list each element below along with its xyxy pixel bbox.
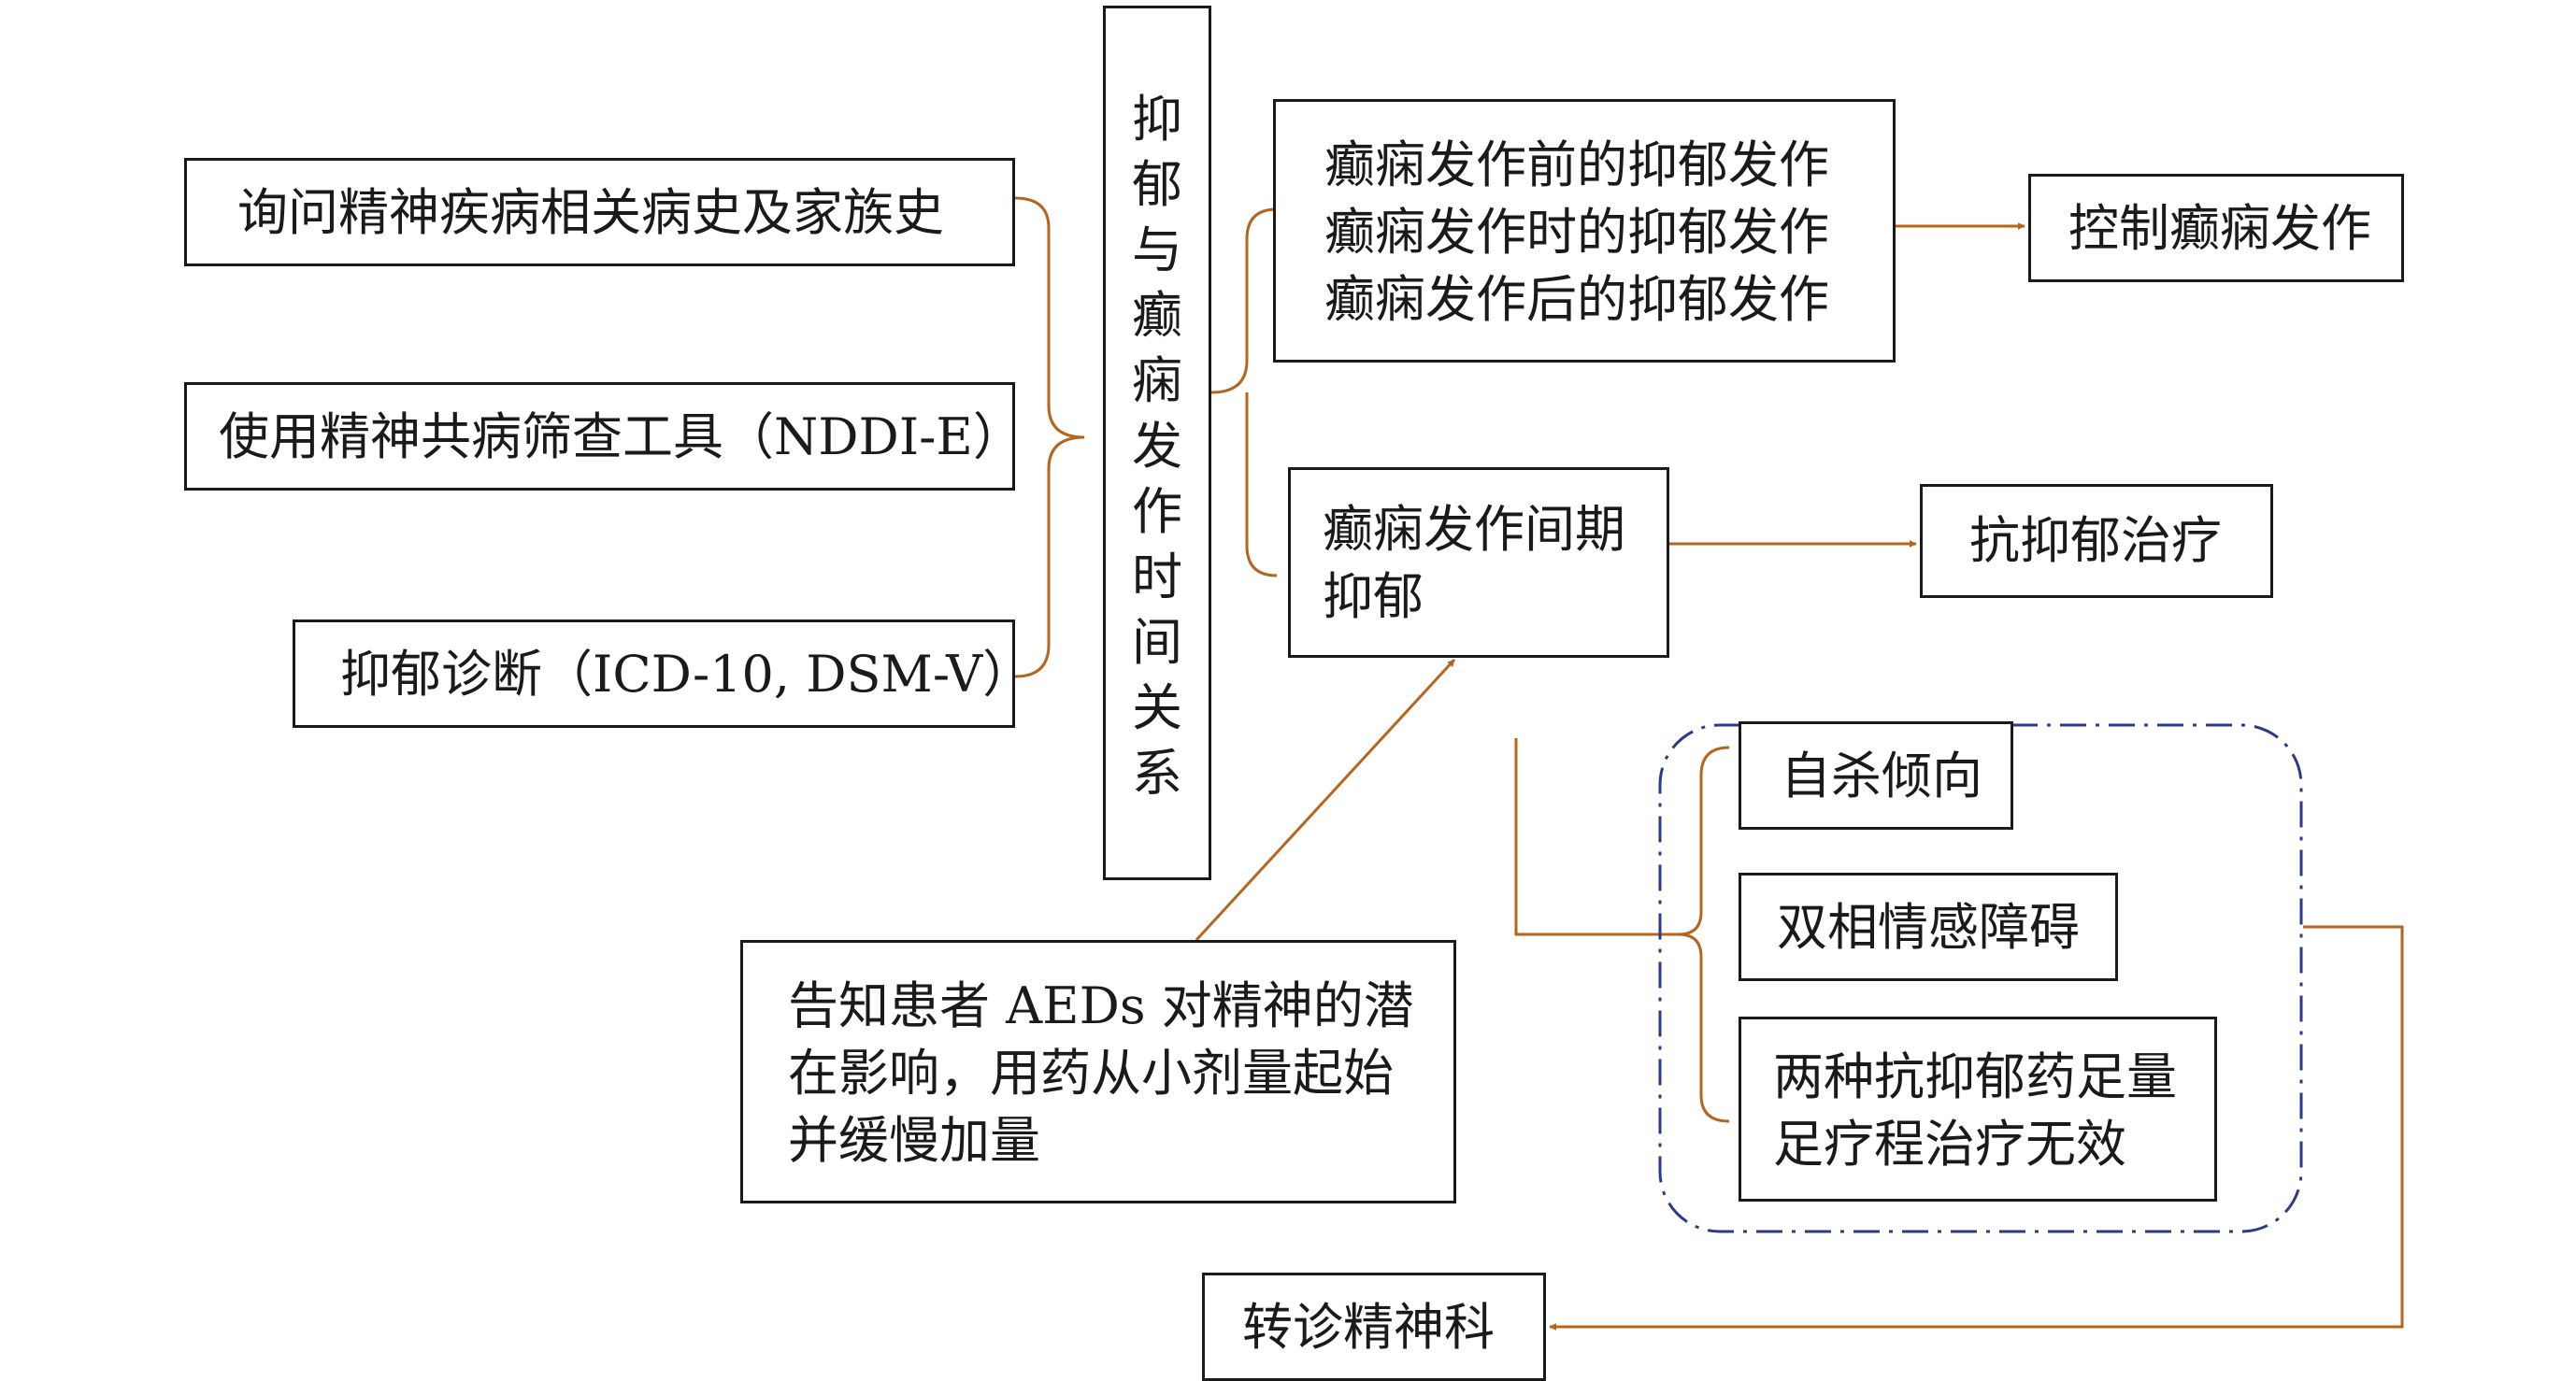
arrow-criteria-to-referral bbox=[1549, 925, 2404, 1331]
treatment-resistant-line-1: 两种抗抑郁药足量 bbox=[1773, 1047, 2177, 1106]
peri-ictal-before: 癫痫发作前的抑郁发作 bbox=[1324, 135, 1829, 194]
suicidal-tendency-box: 自杀倾向 bbox=[1739, 721, 2013, 830]
center-label-box: 抑 郁 与 癫 痫 发 作 时 间 关 系 bbox=[1103, 6, 1211, 880]
left-brace bbox=[1014, 196, 1085, 678]
interictal-box: 癫痫发作间期 抑郁 bbox=[1288, 467, 1669, 658]
treatment-resistant-box: 两种抗抑郁药足量 足疗程治疗无效 bbox=[1739, 1017, 2217, 1202]
center-label-char: 间 bbox=[1132, 613, 1182, 672]
treatment-resistant-line-2: 足疗程治疗无效 bbox=[1773, 1115, 2126, 1174]
center-label-text: 抑 郁 与 癫 痫 发 作 时 间 关 系 bbox=[1106, 87, 1209, 806]
suicidal-tendency-text: 自杀倾向 bbox=[1781, 747, 1982, 805]
aed-note-line-2: 在影响，用药从小剂量起始 bbox=[788, 1044, 1394, 1103]
arrow-note-to-interictal bbox=[1195, 658, 1456, 942]
center-label-char: 作 bbox=[1132, 482, 1182, 541]
aed-note-line-3: 并缓慢加量 bbox=[788, 1111, 1040, 1170]
history-step-box: 询问精神疾病相关病史及家族史 bbox=[184, 158, 1015, 266]
referral-text: 转诊精神科 bbox=[1242, 1298, 1495, 1357]
center-label-char: 抑 bbox=[1132, 90, 1182, 149]
peri-ictal-text: 癫痫发作前的抑郁发作 癫痫发作时的抑郁发作 癫痫发作后的抑郁发作 bbox=[1324, 132, 1829, 334]
aed-note-line-1: 告知患者 AEDs 对精神的潜 bbox=[788, 976, 1414, 1035]
bipolar-disorder-text: 双相情感障碍 bbox=[1777, 898, 2080, 957]
center-label-char: 癫 bbox=[1132, 286, 1182, 345]
line-to-criteria bbox=[1514, 738, 1679, 936]
center-label-char: 发 bbox=[1132, 417, 1182, 476]
referral-box: 转诊精神科 bbox=[1202, 1273, 1546, 1381]
aed-note-box: 告知患者 AEDs 对精神的潜 在影响，用药从小剂量起始 并缓慢加量 bbox=[740, 940, 1456, 1203]
interictal-line-2: 抑郁 bbox=[1323, 567, 1424, 626]
treatment-resistant-text: 两种抗抑郁药足量 足疗程治疗无效 bbox=[1773, 1044, 2177, 1178]
center-label-char: 系 bbox=[1132, 744, 1182, 803]
center-label-char: 痫 bbox=[1132, 351, 1182, 410]
bipolar-disorder-box: 双相情感障碍 bbox=[1739, 873, 2118, 981]
center-label-char: 与 bbox=[1132, 221, 1182, 279]
control-seizure-text: 控制癫痫发作 bbox=[2068, 199, 2371, 258]
center-brace bbox=[1210, 207, 1278, 577]
antidepressant-box: 抗抑郁治疗 bbox=[1920, 484, 2273, 598]
screening-step-text: 使用精神共病筛查工具（NDDI-E） bbox=[219, 407, 1023, 466]
criteria-brace bbox=[1678, 746, 1730, 1123]
peri-ictal-after: 癫痫发作后的抑郁发作 bbox=[1324, 270, 1829, 329]
screening-step-box: 使用精神共病筛查工具（NDDI-E） bbox=[184, 382, 1023, 491]
center-label-char: 时 bbox=[1132, 548, 1182, 606]
interictal-line-1: 癫痫发作间期 bbox=[1323, 500, 1625, 559]
control-seizure-box: 控制癫痫发作 bbox=[2028, 174, 2404, 282]
center-label-char: 郁 bbox=[1132, 155, 1182, 214]
diagnosis-step-box: 抑郁诊断（ICD-10, DSM-V） bbox=[293, 619, 1033, 728]
aed-note-text: 告知患者 AEDs 对精神的潜 在影响，用药从小剂量起始 并缓慢加量 bbox=[788, 973, 1414, 1175]
center-label-char: 关 bbox=[1132, 678, 1182, 737]
peri-ictal-box: 癫痫发作前的抑郁发作 癫痫发作时的抑郁发作 癫痫发作后的抑郁发作 bbox=[1273, 99, 1896, 363]
interictal-text: 癫痫发作间期 抑郁 bbox=[1323, 496, 1625, 631]
diagnosis-step-text: 抑郁诊断（ICD-10, DSM-V） bbox=[340, 645, 1034, 704]
antidepressant-text: 抗抑郁治疗 bbox=[1969, 511, 2222, 570]
peri-ictal-during: 癫痫发作时的抑郁发作 bbox=[1324, 203, 1829, 262]
history-step-text: 询问精神疾病相关病史及家族史 bbox=[237, 183, 944, 242]
